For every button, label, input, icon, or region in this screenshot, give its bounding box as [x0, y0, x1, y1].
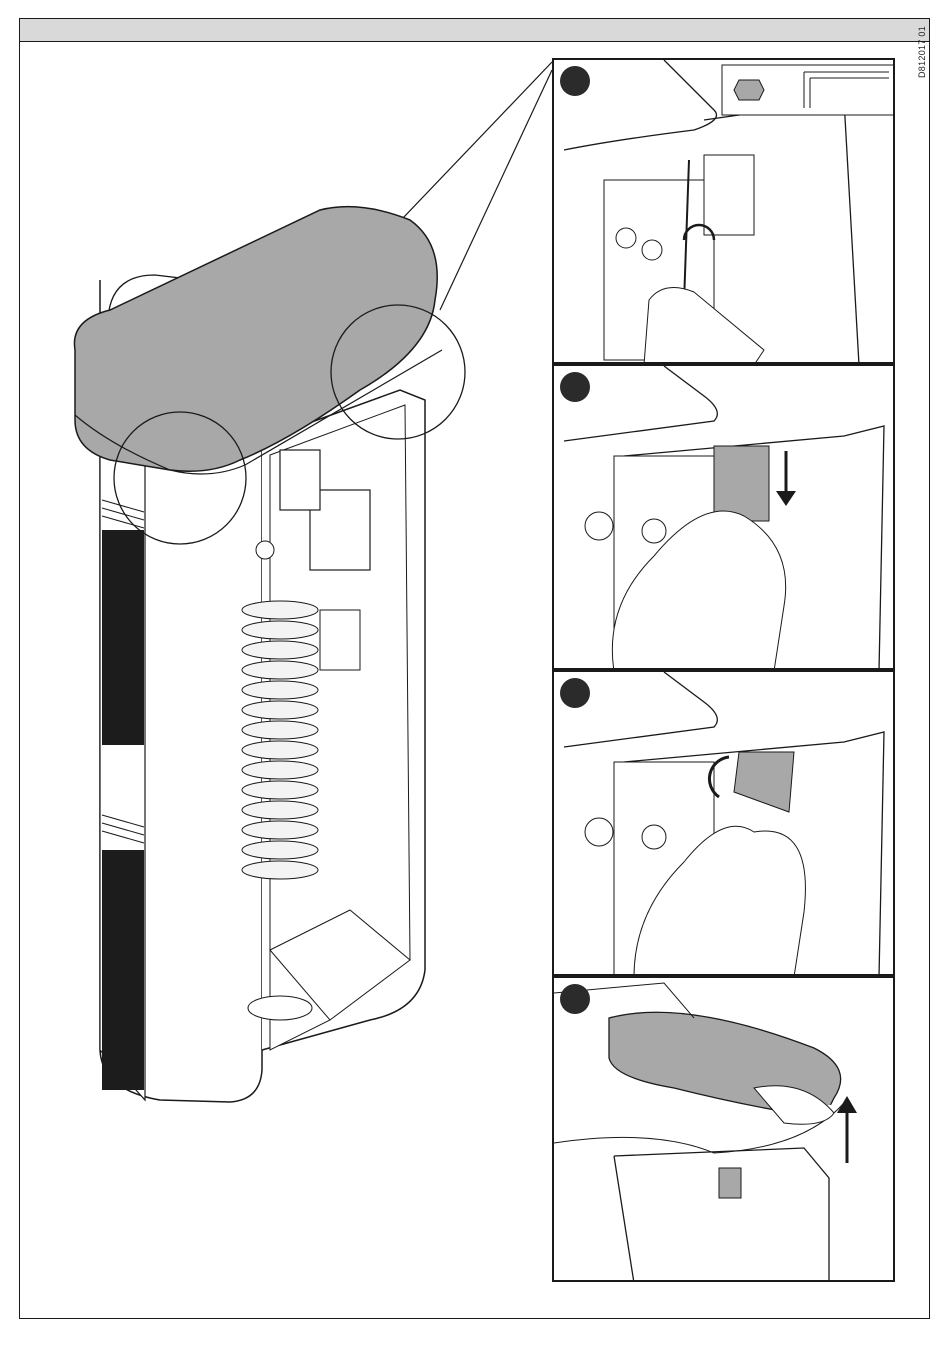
- step-badge-3: [560, 678, 590, 708]
- step-4-illustration: [554, 978, 895, 1282]
- step-1-illustration: [554, 60, 895, 364]
- step-badge-2: [560, 372, 590, 402]
- step-3-illustration: [554, 672, 895, 976]
- step-panel-1: [552, 58, 895, 364]
- step-badge-4: [560, 984, 590, 1014]
- step-panel-3: [552, 670, 895, 976]
- step-panel-4: [552, 976, 895, 1282]
- step-panel-2: [552, 364, 895, 670]
- step-badge-1: [560, 66, 590, 96]
- barrier-unit-illustration: [30, 190, 530, 1120]
- step-2-illustration: [554, 366, 895, 670]
